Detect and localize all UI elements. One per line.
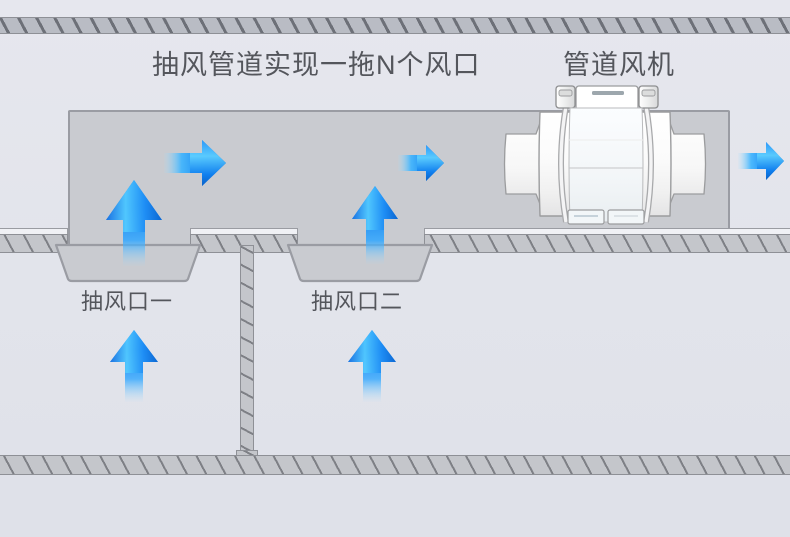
floor-slab <box>0 455 790 475</box>
vent-one-label: 抽风口一 <box>81 289 174 314</box>
hatch-pattern <box>0 456 790 474</box>
arrow-duct-flow-one <box>164 140 226 186</box>
vent-hood-two <box>286 243 434 283</box>
vertical-partition-wall <box>240 245 254 457</box>
ceiling-slab-right <box>424 234 790 253</box>
ceiling-finish-mid <box>190 228 298 236</box>
ceiling-slab-mid <box>190 234 298 253</box>
arrow-room-intake-one <box>110 330 158 402</box>
hatch-pattern <box>425 235 790 252</box>
ceiling-finish-right <box>424 228 790 236</box>
upper-ceiling-slab <box>0 17 790 34</box>
arrow-vent-one-riser <box>106 180 162 266</box>
fan-label: 管道风机 <box>563 50 675 80</box>
hatch-pattern <box>0 235 67 252</box>
arrow-room-intake-two <box>348 330 396 402</box>
ceiling-slab-left <box>0 234 68 253</box>
arrow-vent-two-riser <box>352 186 398 264</box>
diagram-title: 抽风管道实现一拖N个风口 <box>152 50 481 80</box>
ceiling-finish-left <box>0 228 68 236</box>
arrow-duct-flow-two <box>398 145 444 181</box>
hatch-pattern <box>237 451 257 457</box>
arrow-fan-outlet <box>738 142 784 180</box>
vent-two-label: 抽风口二 <box>311 289 404 314</box>
hatch-pattern <box>241 246 253 456</box>
duct-fan-icon <box>500 82 710 247</box>
hatch-pattern <box>0 18 790 33</box>
hatch-pattern <box>191 235 297 252</box>
